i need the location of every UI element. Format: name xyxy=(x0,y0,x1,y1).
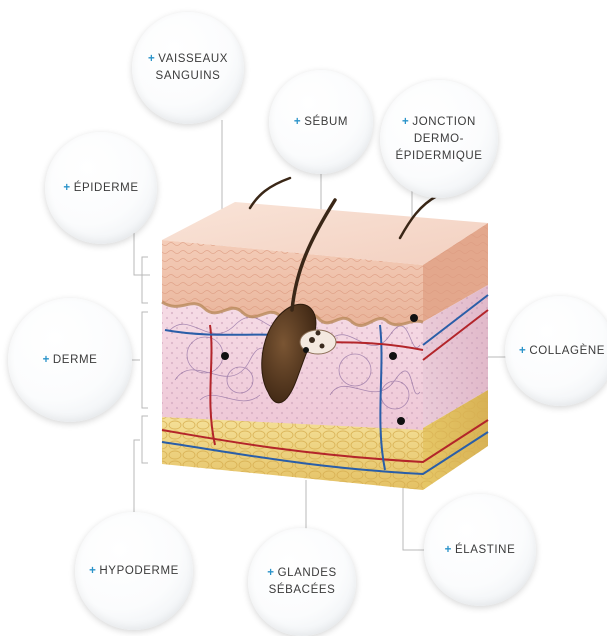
label-derme: +DERME xyxy=(43,352,98,369)
bubble-vaisseaux-sanguins: +VAISSEAUX SANGUINS xyxy=(132,12,244,124)
bubble-derme: +DERME xyxy=(8,298,132,422)
bubble-sebum: +SÉBUM xyxy=(269,70,373,174)
plus-icon: + xyxy=(402,116,409,128)
plus-icon: + xyxy=(294,116,301,128)
plus-icon: + xyxy=(43,354,50,366)
plus-icon: + xyxy=(267,567,274,579)
label-vaisseaux-sanguins: +VAISSEAUX SANGUINS xyxy=(148,51,228,85)
bubble-jonction-dermo-epidermique: +JONCTION DERMO- ÉPIDERMIQUE xyxy=(380,80,498,198)
plus-icon: + xyxy=(519,345,526,357)
bubble-glandes-sebacees: +GLANDES SÉBACÉES xyxy=(248,528,356,636)
bubble-hypoderme: +HYPODERME xyxy=(75,512,193,630)
bubble-elastine: +ÉLASTINE xyxy=(424,494,536,606)
bubble-collagene: +COLLAGÈNE xyxy=(505,296,607,406)
label-sebum: +SÉBUM xyxy=(294,114,348,131)
plus-icon: + xyxy=(445,544,452,556)
label-collagene: +COLLAGÈNE xyxy=(519,343,605,360)
label-jonction-dermo-epidermique: +JONCTION DERMO- ÉPIDERMIQUE xyxy=(395,114,482,165)
plus-icon: + xyxy=(89,565,96,577)
label-glandes-sebacees: +GLANDES SÉBACÉES xyxy=(267,565,337,599)
label-elastine: +ÉLASTINE xyxy=(445,542,516,559)
plus-icon: + xyxy=(63,182,70,194)
label-hypoderme: +HYPODERME xyxy=(89,563,179,580)
bubble-epiderme: +ÉPIDERME xyxy=(45,132,157,244)
label-epiderme: +ÉPIDERME xyxy=(63,180,138,197)
plus-icon: + xyxy=(148,53,155,65)
